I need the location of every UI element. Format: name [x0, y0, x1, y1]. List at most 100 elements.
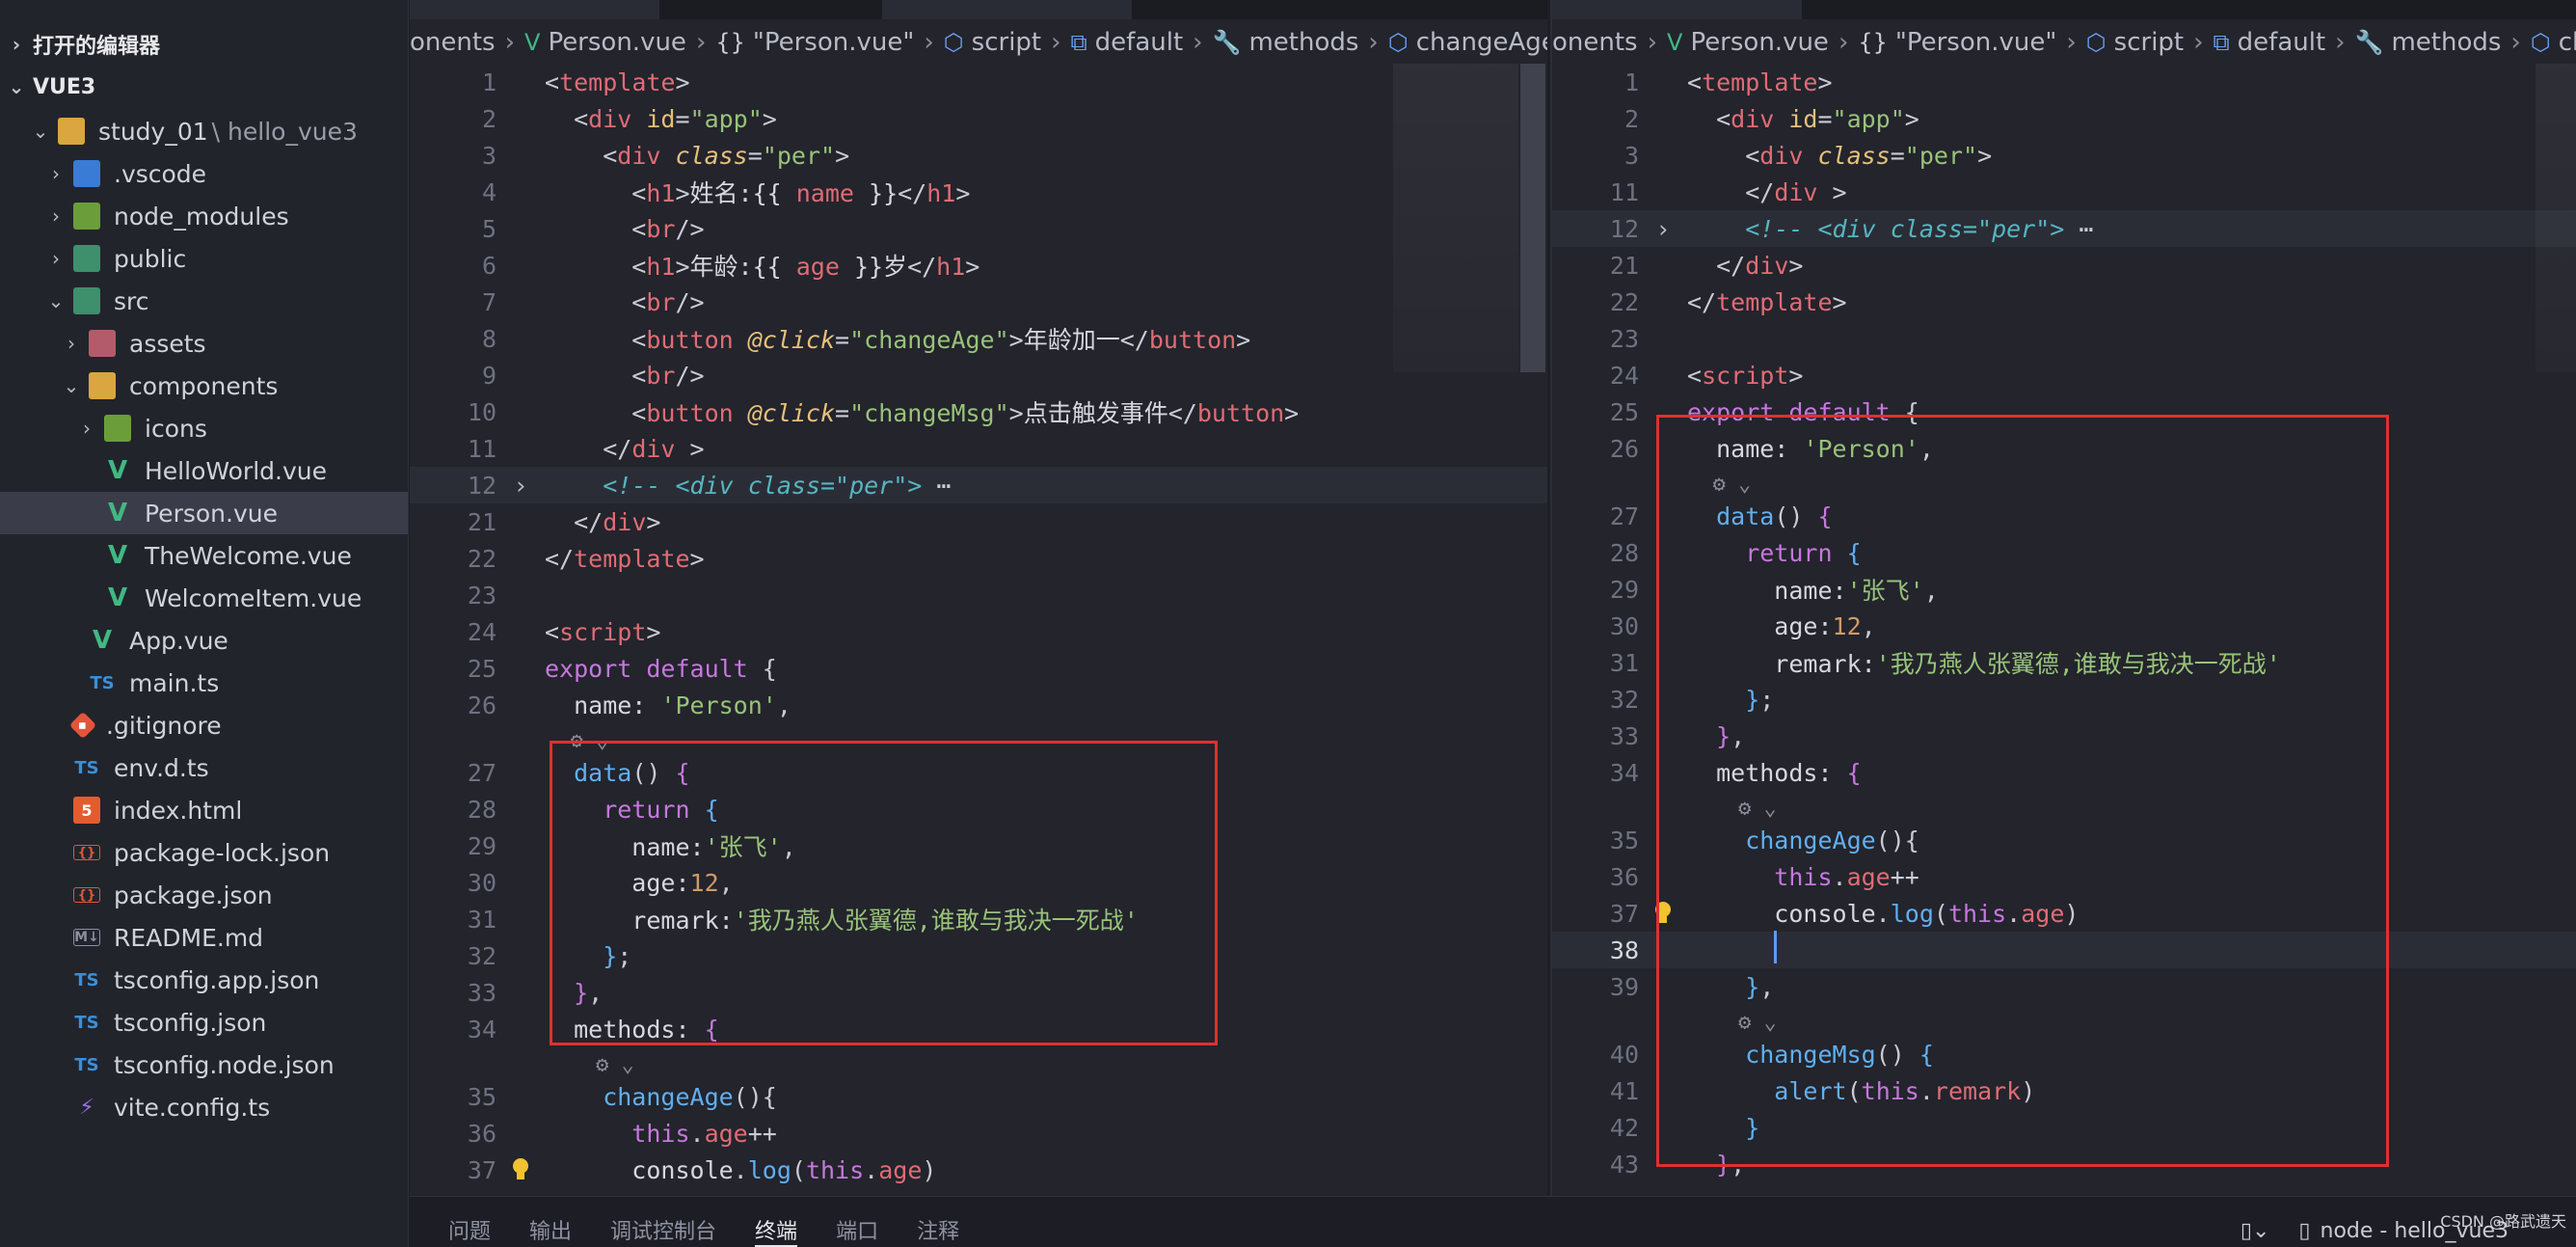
tree-item[interactable]: ⌄components	[0, 365, 408, 407]
code-line[interactable]: 30 age:12,	[1552, 608, 2576, 644]
code-line[interactable]: 2 <div id="app">	[410, 100, 1547, 137]
code-line[interactable]: 5 <br/>	[410, 210, 1547, 247]
code-line[interactable]: 27 data() {	[1552, 498, 2576, 534]
code-line[interactable]: 26 name: 'Person',	[1552, 430, 2576, 467]
panel-tab[interactable]: 问题	[448, 1220, 492, 1244]
tree-item[interactable]: ›assets	[0, 322, 408, 365]
code-line[interactable]: 7 <br/>	[410, 284, 1547, 320]
editor-tab[interactable]	[1552, 0, 1803, 19]
breadcrumb-item[interactable]: methods	[2391, 28, 2502, 57]
codelens-icon[interactable]: ⚙ ⌄	[1687, 1010, 1777, 1035]
code-line[interactable]: 34 methods: {	[1552, 754, 2576, 791]
editor-tab[interactable]	[882, 0, 1133, 19]
code-line[interactable]: 8 <button @click="changeAge">年龄加一</butto…	[410, 320, 1547, 357]
code-line[interactable]: 6 <h1>年龄:{{ age }}岁</h1>	[410, 247, 1547, 284]
tree-item[interactable]: ›.vscode	[0, 152, 408, 195]
panel-tab[interactable]: 调试控制台	[610, 1220, 717, 1244]
tree-item[interactable]: {}package.json	[0, 874, 408, 916]
breadcrumb-item[interactable]: default	[2237, 28, 2326, 57]
panel-tab[interactable]: 注释	[917, 1220, 960, 1244]
tree-item[interactable]: M↓README.md	[0, 916, 408, 959]
panel-tab[interactable]: 输出	[529, 1220, 573, 1244]
code-line[interactable]: 12› <!-- <div class="per"> ⋯	[410, 467, 1547, 503]
codelens-row[interactable]: ⚙ ⌄	[1552, 467, 2576, 498]
code-line[interactable]: 31 remark:'我乃燕人张翼德,谁敢与我决一死战'	[1552, 644, 2576, 681]
lightbulb-icon[interactable]	[1639, 900, 1687, 927]
codelens-icon[interactable]: ⚙ ⌄	[1687, 472, 1752, 497]
code-line[interactable]: 29 name:'张飞',	[410, 827, 1547, 864]
chevron-right-icon[interactable]: ›	[52, 162, 60, 185]
tree-item[interactable]: ⌄study_01\ hello_vue3	[0, 110, 408, 152]
code-line[interactable]: 28 return {	[1552, 534, 2576, 571]
breadcrumb-item[interactable]: cha	[2558, 28, 2576, 57]
codelens-row[interactable]: ⚙ ⌄	[1552, 791, 2576, 822]
tree-item[interactable]: ›node_modules	[0, 195, 408, 237]
code-line[interactable]: 23	[1552, 320, 2576, 357]
open-editors-header[interactable]: › 打开的编辑器	[0, 25, 408, 64]
terminal-switcher[interactable]: ▯⌄ ▯ node - hello_vue3	[2241, 1214, 2509, 1247]
code-line[interactable]: 36 this.age++	[410, 1115, 1547, 1152]
breadcrumb-item[interactable]: changeAge	[1415, 28, 1547, 57]
codelens-icon[interactable]: ⚙ ⌄	[545, 1052, 634, 1077]
fold-chevron-icon[interactable]: ›	[1655, 214, 1671, 243]
codelens-icon[interactable]: ⚙ ⌄	[1687, 796, 1777, 821]
breadcrumb-item[interactable]: Person.vue	[548, 28, 686, 57]
breadcrumb-item[interactable]: onents	[410, 28, 496, 57]
editor-tab[interactable]	[410, 0, 660, 19]
code-line[interactable]: 35 changeAge(){	[410, 1078, 1547, 1115]
code-line[interactable]: 1<template>	[410, 64, 1547, 100]
code-line[interactable]: 10 <button @click="changeMsg">点击触发事件</bu…	[410, 393, 1547, 430]
code-line[interactable]: 3 <div class="per">	[410, 137, 1547, 174]
code-line[interactable]: 35 changeAge(){	[1552, 822, 2576, 858]
code-line[interactable]: 43 },	[1552, 1146, 2576, 1182]
chevron-down-icon[interactable]: ⌄	[32, 120, 49, 143]
code-line[interactable]: 1<template>	[1552, 64, 2576, 100]
codelens-row[interactable]: ⚙ ⌄	[1552, 1005, 2576, 1036]
tree-item[interactable]: ⌄src	[0, 280, 408, 322]
code-line[interactable]: 34 methods: {	[410, 1011, 1547, 1047]
code-line[interactable]: 39 },	[1552, 968, 2576, 1005]
breadcrumb-item[interactable]: methods	[1248, 28, 1359, 57]
codelens-row[interactable]: ⚙ ⌄	[410, 1047, 1547, 1078]
chevron-right-icon[interactable]: ›	[67, 332, 75, 355]
code-line[interactable]: 32 };	[410, 937, 1547, 974]
minimap[interactable]	[2536, 64, 2576, 372]
code-line[interactable]: 11 </div >	[1552, 174, 2576, 210]
code-line[interactable]: 33 },	[410, 974, 1547, 1011]
code-line[interactable]: 37 console.log(this.age)	[1552, 895, 2576, 932]
workspace-header[interactable]: ⌄ VUE3	[0, 68, 408, 106]
code-line[interactable]: 22</template>	[1552, 284, 2576, 320]
breadcrumb-item[interactable]: script	[2113, 28, 2185, 57]
code-line[interactable]: 27 data() {	[410, 754, 1547, 791]
code-line[interactable]: 29 name:'张飞',	[1552, 571, 2576, 608]
code-line[interactable]: 22</template>	[410, 540, 1547, 577]
breadcrumb-item[interactable]: "Person.vue"	[752, 28, 915, 57]
breadcrumb-item[interactable]: Person.vue	[1690, 28, 1829, 57]
code-line[interactable]: 4 <h1>姓名:{{ name }}</h1>	[410, 174, 1547, 210]
tree-item[interactable]: ⚡vite.config.ts	[0, 1086, 408, 1128]
split-icon[interactable]: ▯⌄	[2240, 1218, 2270, 1243]
breadcrumb-item[interactable]: default	[1094, 28, 1184, 57]
code-line[interactable]: 3 <div class="per">	[1552, 137, 2576, 174]
code-line[interactable]: 26 name: 'Person',	[410, 687, 1547, 723]
panel-tab[interactable]: 终端	[755, 1214, 798, 1247]
code-line[interactable]: 28 return {	[410, 791, 1547, 827]
minimap[interactable]	[1393, 64, 1518, 372]
code-line[interactable]: 24<script>	[1552, 357, 2576, 393]
chevron-right-icon[interactable]: ›	[52, 247, 60, 270]
tree-item[interactable]: {}package-lock.json	[0, 831, 408, 874]
fold-chevron-icon[interactable]: ›	[513, 471, 528, 500]
chevron-right-icon[interactable]: ›	[52, 204, 60, 228]
code-line[interactable]: 40 changeMsg() {	[1552, 1036, 2576, 1072]
code-line[interactable]: 30 age:12,	[410, 864, 1547, 901]
code-line[interactable]: 32 };	[1552, 681, 2576, 718]
code-line[interactable]: 21 </div>	[410, 503, 1547, 540]
